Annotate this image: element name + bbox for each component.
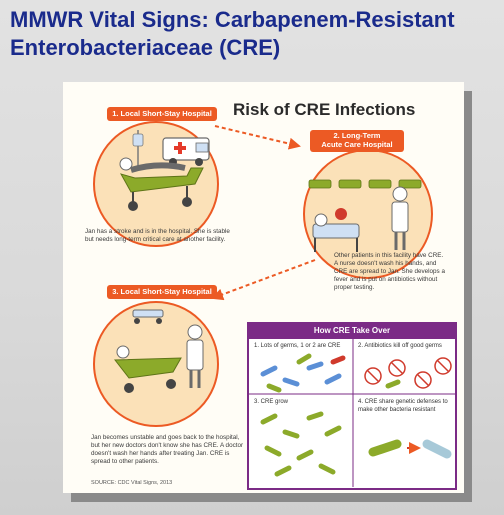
cre-grow-cell-graphic (260, 411, 342, 477)
takeover-cell-2-label: 2. Antibiotics kill off good germs (358, 343, 442, 349)
scene-2-illustration (303, 149, 433, 279)
stretcher-icon (132, 309, 164, 324)
scene-3-illustration (93, 301, 219, 427)
step-2-label-line2: Acute Care Hospital (321, 139, 393, 149)
arrow-1-to-2 (214, 125, 301, 150)
nurse-icon (391, 186, 409, 250)
antibiotics-cell-graphic (364, 357, 452, 389)
step-1-text: Jan has a stroke and is in the hospital.… (85, 228, 230, 243)
hospital-bed-icon (312, 213, 360, 252)
takeover-title: How CRE Take Over (248, 323, 456, 339)
infographic-heading: Risk of CRE Infections (233, 100, 416, 119)
germ-marker-icon (335, 208, 347, 220)
step-3-banner: 3. Local Short-Stay Hospital (107, 285, 217, 299)
infographic-graphics (93, 121, 457, 490)
germs-cell-1-graphic (260, 353, 346, 393)
step-2-text: Other patients in this facility have CRE… (334, 252, 445, 291)
step-1-banner: 1. Local Short-Stay Hospital (107, 107, 217, 121)
page-title: MMWR Vital Signs: Carbapenem-Resistant E… (10, 7, 455, 60)
takeover-cell-3-label: 3. CRE grow (254, 399, 289, 405)
takeover-cell-4-label: 4. CRE share genetic defenses to make ot… (358, 399, 448, 413)
scene-1-illustration (93, 121, 219, 247)
step-2-banner: 2. Long-Term Acute Care Hospital (310, 130, 404, 152)
arrow-2-to-3 (211, 259, 316, 301)
step-2-label-line1: 2. Long-Term (333, 131, 381, 140)
resistance-cell-graphic (368, 439, 452, 459)
hospital-bed-icon (114, 345, 182, 393)
takeover-panel-frame (247, 322, 457, 490)
doctor-icon (186, 324, 204, 388)
infographic-poster: Risk of CRE Infections 1. Local Short-St… (63, 82, 464, 493)
source-note: SOURCE: CDC Vital Signs, 2013 (91, 480, 173, 486)
step-3-text: Jan becomes unstable and goes back to th… (91, 434, 244, 465)
takeover-cell-1-label: 1. Lots of germs, 1 or 2 are CRE (254, 343, 341, 349)
takeover-panel: How CRE Take Over 1. Lots of germs, 1 or… (248, 323, 456, 489)
hospital-bed-icon (119, 130, 204, 211)
